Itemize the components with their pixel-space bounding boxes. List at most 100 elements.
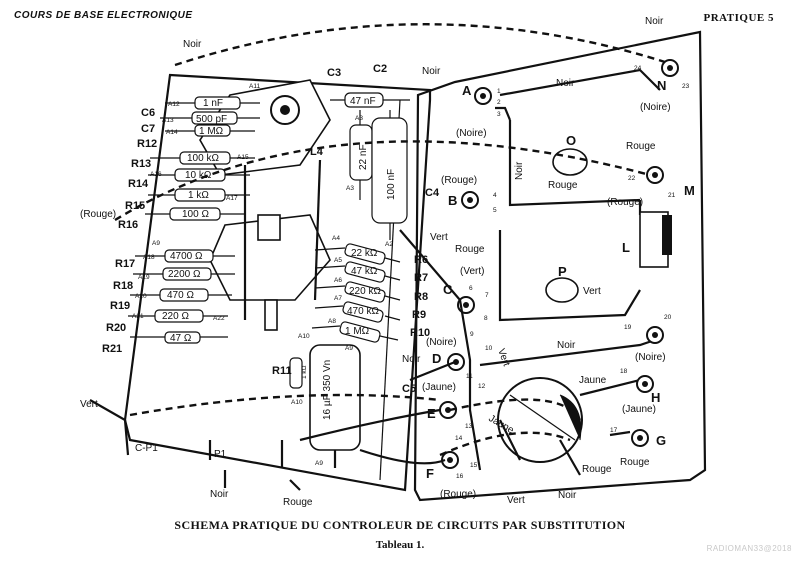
label-noir-bottom: Noir bbox=[210, 489, 229, 500]
svg-text:20: 20 bbox=[664, 314, 672, 321]
label-l4: L4 bbox=[310, 146, 324, 158]
svg-text:A13: A13 bbox=[162, 117, 174, 124]
value-r20: 220 Ω bbox=[162, 311, 189, 322]
value-c7: 500 pF bbox=[196, 114, 227, 125]
terminal-a bbox=[474, 87, 492, 105]
value-r7: 47 kΩ bbox=[351, 266, 378, 277]
wire-vert-left bbox=[89, 399, 126, 421]
page-header: PRATIQUE 5 bbox=[703, 12, 774, 24]
terminal-m-color: (Rouge) bbox=[607, 197, 643, 208]
terminal-e-letter: E bbox=[427, 406, 436, 421]
svg-text:A5: A5 bbox=[334, 257, 342, 264]
terminal-e-color: (Jaune) bbox=[422, 382, 456, 393]
wire-to-e bbox=[299, 408, 441, 442]
terminal-f-color: (Rouge) bbox=[440, 489, 476, 500]
svg-text:21: 21 bbox=[668, 192, 676, 199]
switch-shaft-right bbox=[313, 159, 322, 301]
terminal-c-letter: C bbox=[443, 282, 453, 297]
ref-r14: R14 bbox=[128, 178, 149, 190]
front-panel-outline bbox=[413, 30, 707, 502]
ref-r7: R7 bbox=[414, 272, 428, 284]
label-noir-panel: Noir bbox=[556, 78, 575, 89]
svg-text:A19: A19 bbox=[138, 274, 150, 281]
svg-text:23: 23 bbox=[682, 83, 690, 90]
svg-text:A16: A16 bbox=[150, 171, 162, 178]
label-rouge-panel: Rouge bbox=[548, 180, 578, 191]
svg-text:9: 9 bbox=[470, 331, 474, 338]
ref-r21: R21 bbox=[102, 343, 122, 355]
terminal-g-letter: G bbox=[656, 433, 666, 448]
hole-o bbox=[552, 148, 588, 176]
terminal-a-letter: A bbox=[462, 83, 472, 98]
terminal-b bbox=[461, 191, 479, 209]
ref-c3: C3 bbox=[327, 67, 341, 79]
ref-c7: C7 bbox=[141, 123, 155, 135]
ref-r15: R15 bbox=[125, 200, 145, 212]
svg-text:4: 4 bbox=[493, 192, 497, 199]
value-r13: 100 kΩ bbox=[187, 153, 219, 164]
svg-text:17: 17 bbox=[610, 427, 618, 434]
resistor-stack-top bbox=[169, 96, 241, 221]
label-vert-left: Vert bbox=[80, 399, 98, 410]
value-c5: 16 µF 350 Vn bbox=[322, 360, 333, 420]
svg-text:A17: A17 bbox=[226, 195, 238, 202]
ref-c5: C5 bbox=[402, 383, 416, 395]
svg-text:A4: A4 bbox=[332, 235, 340, 242]
svg-text:A9: A9 bbox=[345, 345, 353, 352]
terminal-n bbox=[661, 59, 679, 77]
resistor-stack-bottom bbox=[154, 249, 214, 344]
label-cp1: C-P1 bbox=[135, 443, 158, 454]
svg-text:A21: A21 bbox=[132, 313, 144, 320]
svg-text:A3: A3 bbox=[346, 185, 354, 192]
resistor-r11 bbox=[289, 357, 303, 389]
value-c4: 100 nF bbox=[386, 169, 397, 200]
svg-text:13: 13 bbox=[465, 423, 473, 430]
svg-text:A9: A9 bbox=[315, 460, 323, 467]
terminal-m-letter: M bbox=[684, 183, 695, 198]
resistor-stack-right bbox=[339, 243, 386, 343]
terminal-h-color: (Jaune) bbox=[622, 404, 656, 415]
label-noir-d: Noir bbox=[402, 354, 421, 365]
resistor-leads-bottom bbox=[128, 255, 235, 338]
terminal-f-letter: F bbox=[426, 466, 434, 481]
value-r19: 470 Ω bbox=[167, 290, 194, 301]
label-rouge-g: Rouge bbox=[620, 457, 650, 468]
diagram-title: SCHEMA PRATIQUE DU CONTROLEUR DE CIRCUIT… bbox=[174, 518, 626, 532]
value-r12: 1 MΩ bbox=[199, 126, 224, 137]
ref-r17: R17 bbox=[115, 258, 135, 270]
svg-text:12: 12 bbox=[478, 383, 486, 390]
label-vert-c: Vert bbox=[430, 232, 448, 243]
ref-r13: R13 bbox=[131, 158, 151, 170]
resistor-leads-right bbox=[311, 247, 401, 341]
svg-text:1: 1 bbox=[497, 88, 501, 95]
svg-text:A6: A6 bbox=[334, 277, 342, 284]
terminal-d-color: (Noire) bbox=[426, 337, 457, 348]
svg-text:A3: A3 bbox=[355, 115, 363, 122]
wire-rouge-bottom bbox=[289, 479, 301, 491]
terminal-i bbox=[646, 326, 664, 344]
label-noir-vertical: Noir bbox=[514, 161, 525, 180]
label-rouge-m: Rouge bbox=[626, 141, 656, 152]
ground-posts bbox=[123, 419, 337, 468]
svg-text:A9: A9 bbox=[152, 240, 160, 247]
svg-text:A18: A18 bbox=[143, 254, 155, 261]
label-noir-top: Noir bbox=[183, 39, 202, 50]
panel-wire-a bbox=[495, 106, 512, 121]
watermark: RADIOMAN33@2018 bbox=[706, 544, 792, 553]
terminal-d-letter: D bbox=[432, 351, 441, 366]
wire-to-f bbox=[359, 448, 446, 465]
wire-vert-dashed bbox=[129, 393, 441, 417]
terminal-h-letter: H bbox=[651, 390, 660, 405]
label-rouge-f: Rouge bbox=[582, 464, 612, 475]
terminal-d bbox=[447, 353, 465, 371]
svg-text:A7: A7 bbox=[334, 295, 342, 302]
ref-r8: R8 bbox=[414, 291, 428, 303]
svg-text:6: 6 bbox=[469, 285, 473, 292]
value-r18: 2200 Ω bbox=[168, 269, 201, 280]
terminal-b-letter: B bbox=[448, 193, 457, 208]
wire-rouge-low bbox=[439, 431, 571, 457]
svg-text:A2: A2 bbox=[385, 241, 393, 248]
panel-bus-mid bbox=[498, 230, 641, 322]
